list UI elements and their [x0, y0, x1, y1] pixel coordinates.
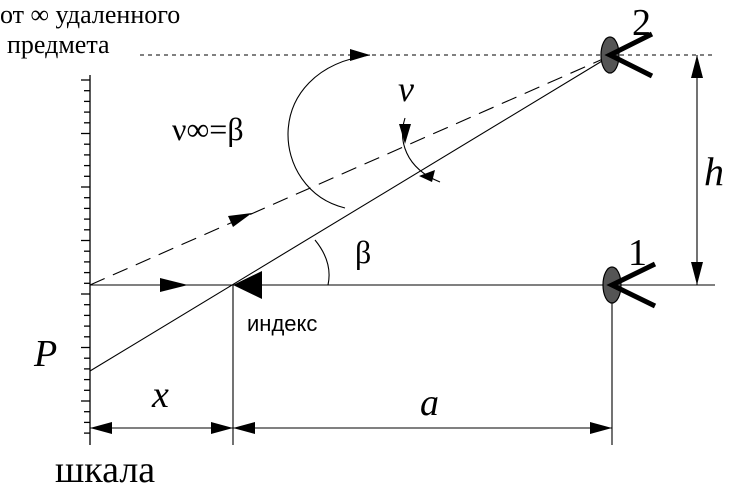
dashed-ray	[89, 54, 613, 286]
nu-arc-arrow-bottom	[419, 170, 435, 182]
a-arrow-right	[590, 422, 612, 434]
eye-1-icon	[602, 261, 657, 309]
beta-label: β	[355, 234, 371, 270]
dashed-ray-arrow	[228, 213, 252, 227]
p-label: P	[33, 333, 57, 375]
nu-arc-arrow-top	[399, 124, 411, 144]
scale-label: шкала	[55, 449, 155, 489]
index-line-arrow	[160, 278, 188, 292]
eye-2-icon	[600, 31, 654, 79]
source-label-line2: предмета	[7, 30, 110, 59]
h-arrow-bottom	[691, 262, 703, 285]
x-arrow-left	[90, 422, 112, 434]
h-label: h	[704, 149, 724, 194]
a-label: a	[420, 382, 439, 424]
index-marker	[233, 271, 262, 299]
eye-2-label: 2	[632, 2, 651, 44]
nu-label: ν	[398, 69, 414, 109]
a-arrow-left	[233, 422, 255, 434]
scale-ruler	[81, 75, 91, 445]
source-label-line1: от ∞ удаленного	[0, 0, 180, 29]
x-arrow-right	[211, 422, 233, 434]
sight-line	[89, 54, 613, 372]
index-label: индекс	[247, 311, 317, 336]
beta-arc	[314, 239, 330, 286]
x-label: x	[151, 374, 169, 416]
nu-inf-arc	[287, 54, 371, 209]
nu-inf-eq-beta-label: ν∞=β	[172, 111, 244, 147]
h-arrow-top	[691, 55, 703, 78]
eye-1-label: 1	[628, 232, 647, 274]
